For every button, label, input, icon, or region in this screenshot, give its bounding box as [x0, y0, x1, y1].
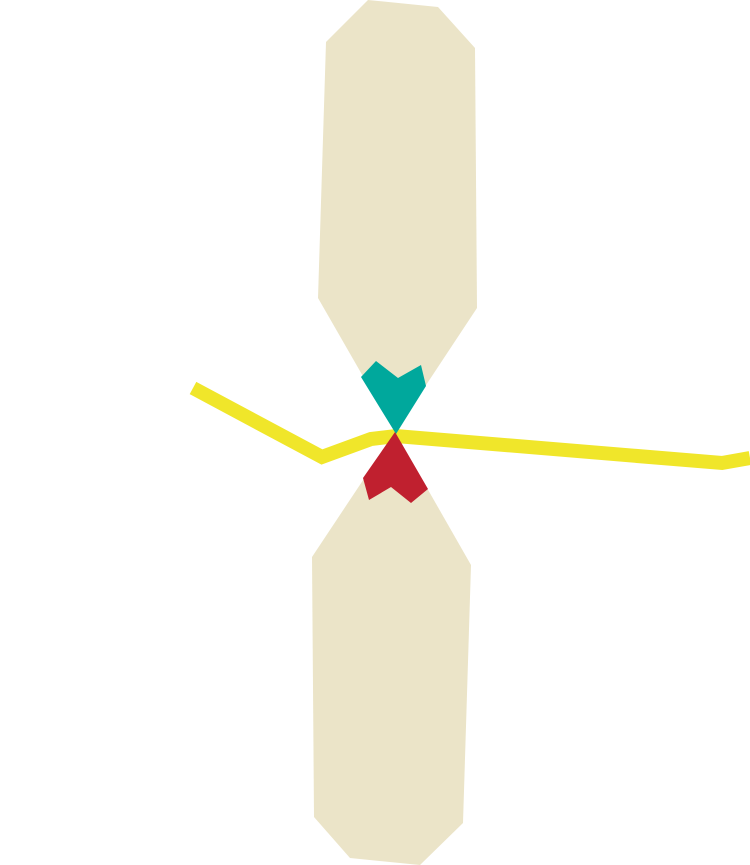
yellow-line — [189, 381, 750, 471]
red-arrow-marker — [363, 432, 428, 503]
chromosome-upper-arm — [318, 0, 477, 432]
chromosome-lower-arm — [312, 432, 471, 865]
teal-arrow-marker — [361, 361, 426, 434]
